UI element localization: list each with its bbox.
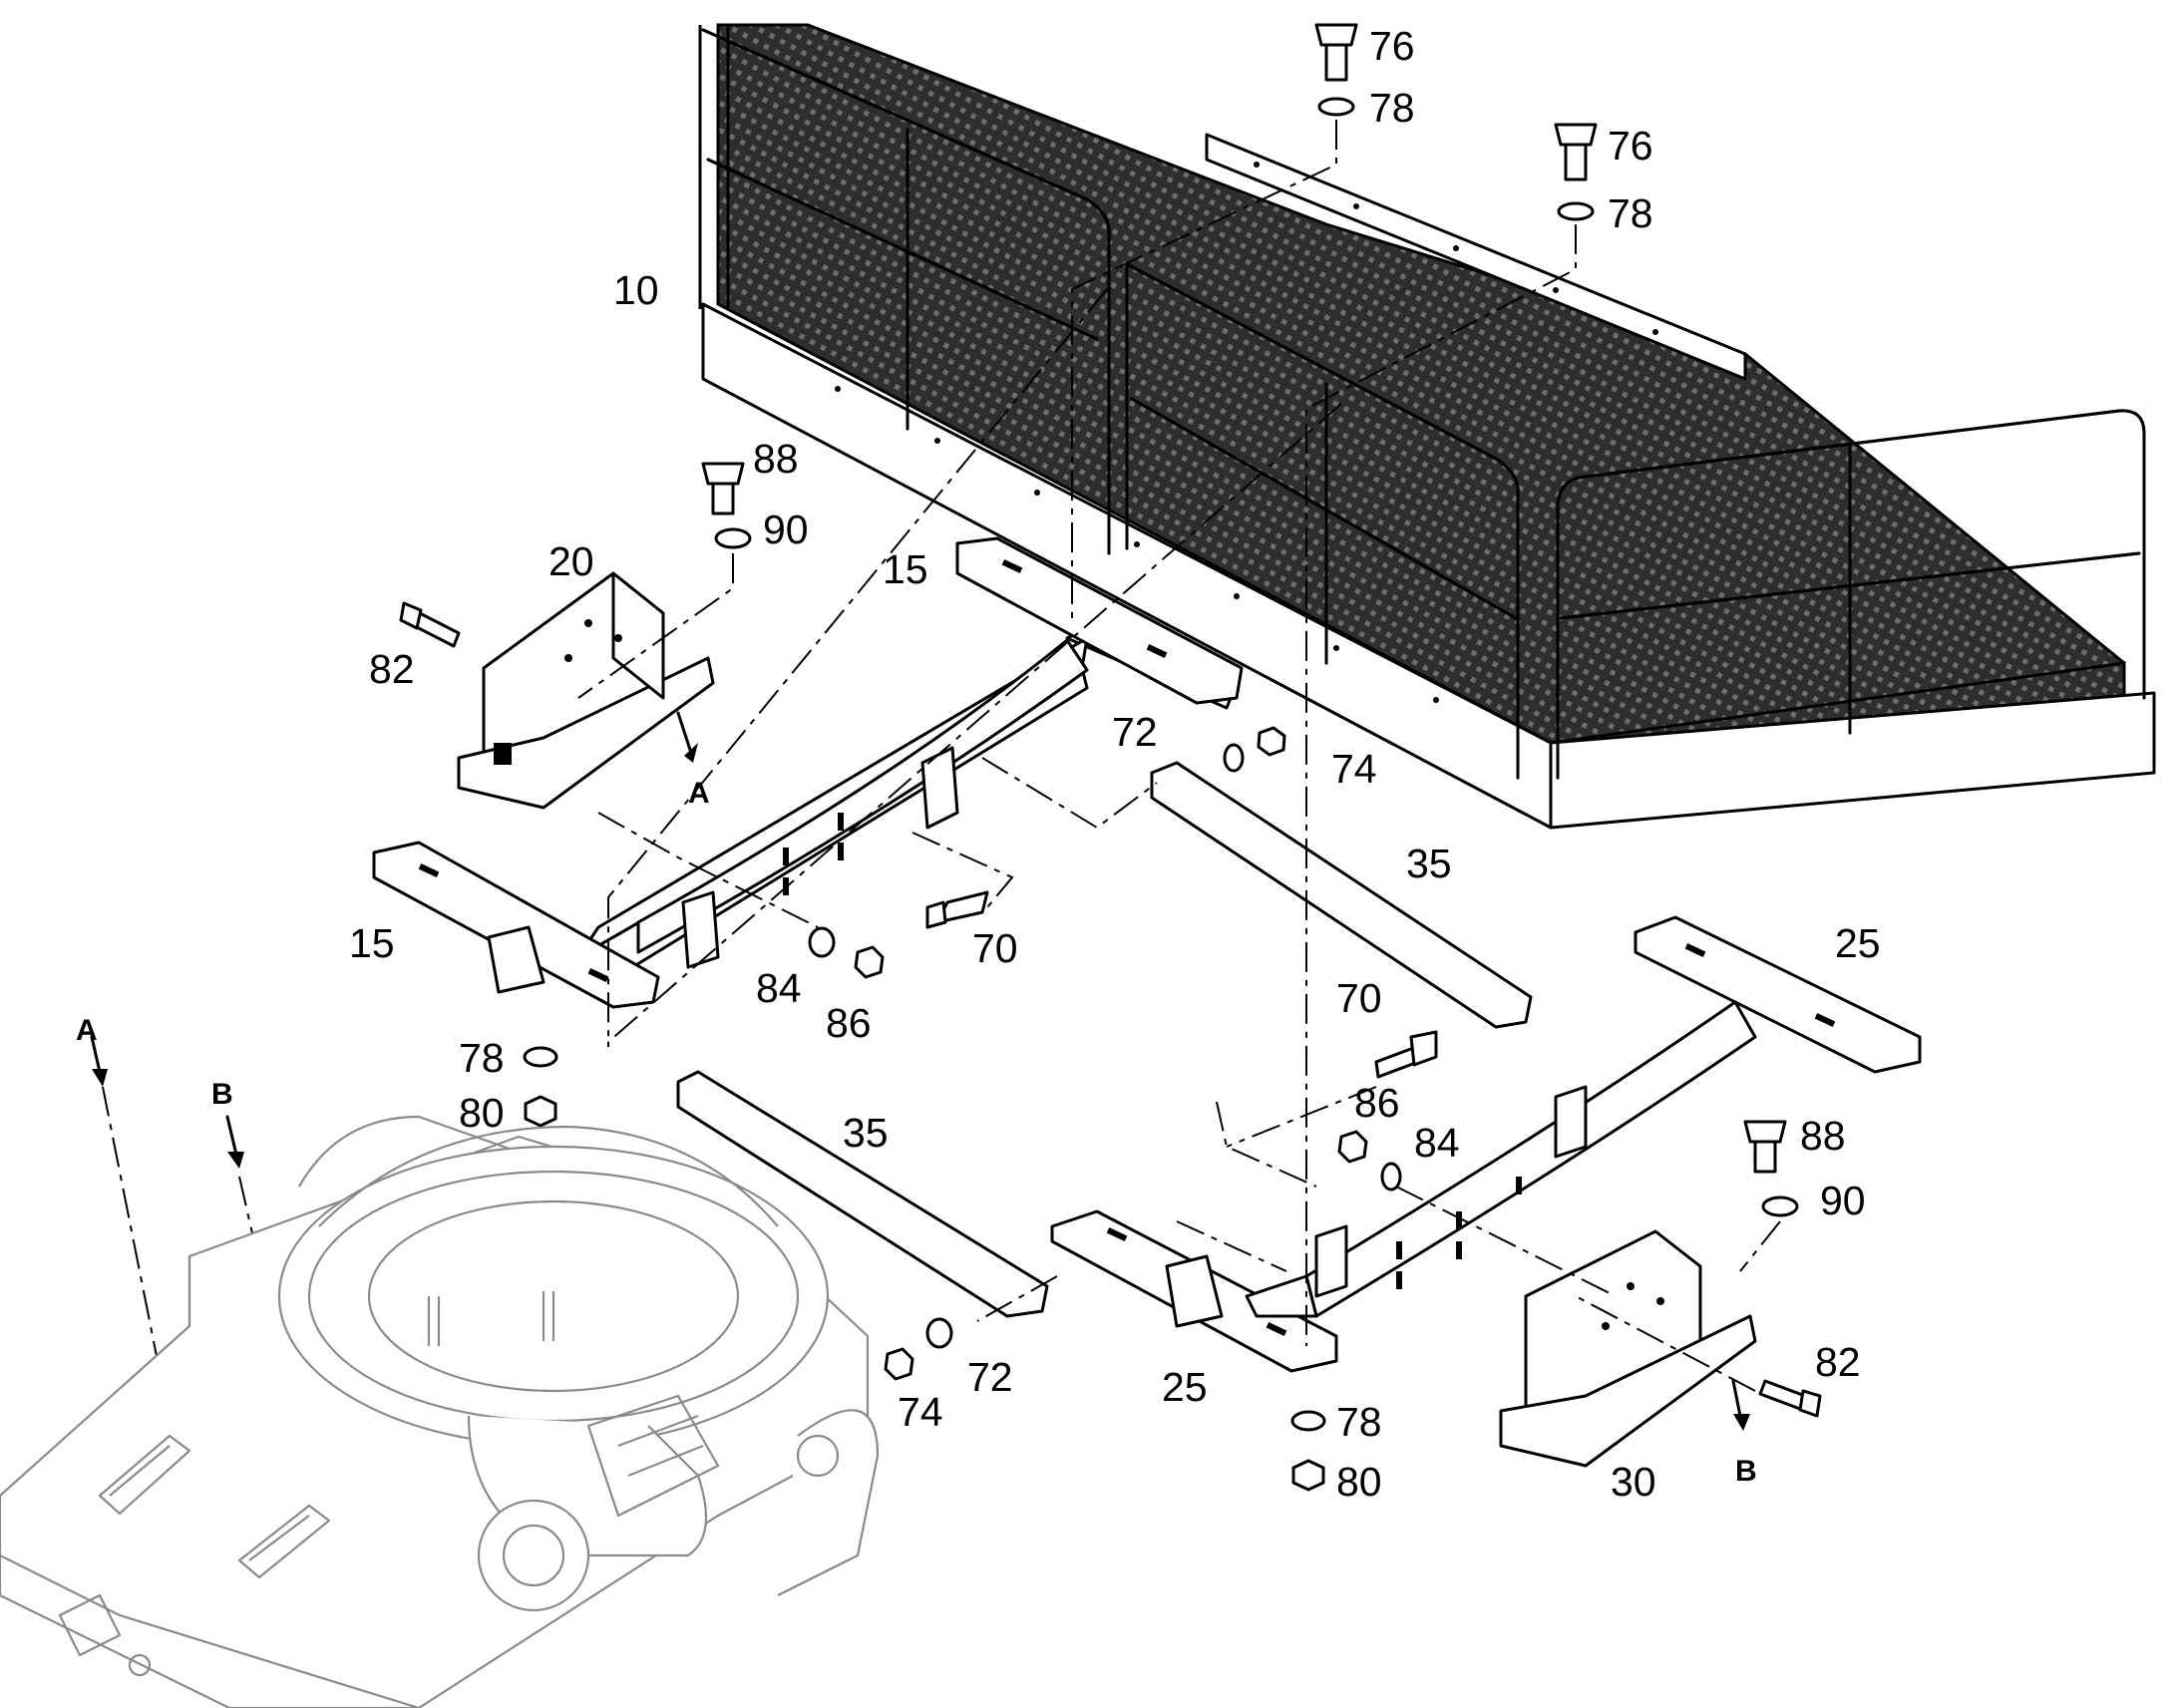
callout-82-b: 82: [1815, 1339, 1861, 1385]
callout-80-a: 80: [459, 1090, 505, 1136]
callout-74-upper: 74: [1331, 746, 1377, 792]
bracket-20: [457, 571, 715, 810]
channel-upper: [1150, 761, 1533, 1029]
view-marker-b-top: B: [211, 1078, 233, 1111]
walkway-end-skirt: [1549, 691, 2156, 830]
callout-82-a: 82: [369, 646, 415, 692]
bracket-30-base: [1499, 1314, 1757, 1468]
callout-88-a: 88: [753, 436, 799, 482]
callout-84-b: 84: [1414, 1120, 1460, 1166]
bracket-30: [1499, 1229, 1757, 1468]
callout-72-upper: 72: [1112, 709, 1158, 755]
callout-15-upper: 15: [883, 546, 928, 592]
mount-plate-b: [237, 1504, 331, 1579]
callout-78-d: 78: [1336, 1399, 1382, 1445]
channel-lower: [676, 1070, 1049, 1318]
view-arrows: [90, 711, 1750, 1431]
cross-beam-upper: [372, 536, 1244, 1009]
view-marker-a-top: A: [76, 1014, 98, 1047]
callout-74-lower: 74: [898, 1389, 943, 1435]
assembly-lines: [102, 120, 1781, 1527]
callout-78-a: 78: [1369, 85, 1415, 131]
callout-70-upper: 70: [972, 925, 1018, 971]
callout-90-a: 90: [763, 507, 809, 552]
view-marker-b-arrow: B: [1735, 1455, 1757, 1488]
hardware: [399, 23, 1822, 1492]
callout-30: 30: [1611, 1459, 1656, 1505]
skirt-holes: [835, 162, 1658, 703]
callout-72-lower: 72: [967, 1354, 1013, 1400]
beam-pad-left: [372, 841, 660, 1009]
callout-76-a: 76: [1369, 23, 1415, 69]
cross-beam-lower: [1050, 915, 1922, 1373]
walkway-railing: [698, 25, 2146, 780]
callout-25-bottom: 25: [1162, 1364, 1208, 1410]
callout-80-b: 80: [1336, 1459, 1382, 1505]
callout-78-c: 78: [459, 1035, 505, 1081]
callout-10: 10: [613, 267, 659, 313]
callout-76-b: 76: [1608, 123, 1653, 169]
walkway-platform: [698, 23, 2156, 830]
callout-15-lower: 15: [349, 920, 395, 966]
beam-pad-right: [1634, 915, 1922, 1074]
beam-pad-upper: [955, 536, 1244, 705]
callout-78-b: 78: [1608, 190, 1653, 236]
walkway-inner-skirt: [1205, 133, 1747, 381]
view-marker-a-arrow: A: [688, 777, 710, 810]
callout-70-lower: 70: [1336, 975, 1382, 1021]
callout-90-b: 90: [1820, 1178, 1866, 1223]
mount-plate-a: [98, 1434, 191, 1516]
walkway-grating: [716, 23, 2126, 745]
callout-25-right: 25: [1835, 920, 1881, 966]
callout-35-lower: 35: [843, 1110, 889, 1156]
callout-86-a: 86: [826, 1000, 872, 1046]
callout-20: 20: [548, 538, 594, 584]
callout-86-b: 86: [1354, 1080, 1400, 1126]
callout-35-upper: 35: [1406, 841, 1452, 886]
callout-84-a: 84: [756, 965, 802, 1011]
callouts: 10 15 15 20 25 25 30 35 35 70 70 72 72 7…: [76, 23, 1881, 1505]
machine-upper-frame: [0, 1115, 880, 1708]
callout-88-b: 88: [1800, 1113, 1846, 1159]
